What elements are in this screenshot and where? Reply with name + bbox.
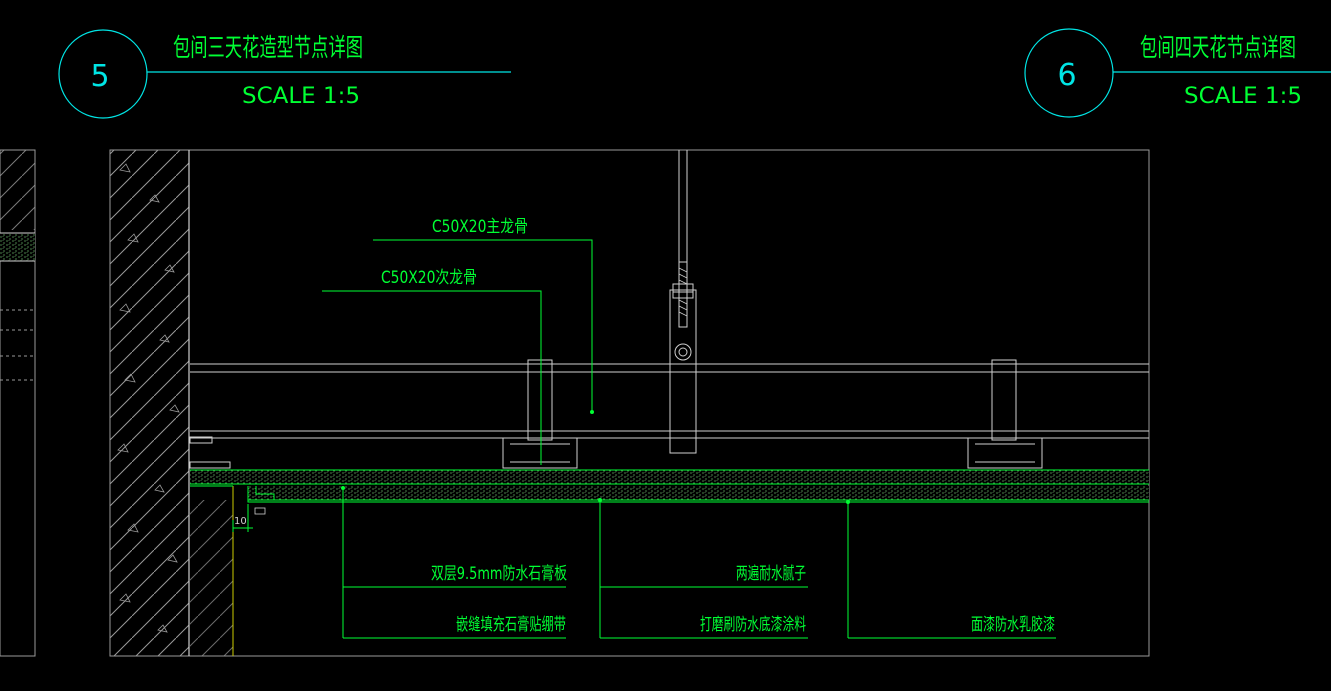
wall-lining bbox=[190, 500, 233, 656]
adjacent-detail-fragment bbox=[0, 149, 36, 657]
secondary-keel-left bbox=[502, 359, 578, 469]
label-board: 双层9.5mm防水石膏板 bbox=[431, 563, 567, 584]
label-main-keel: C50X20主龙骨 bbox=[432, 217, 528, 237]
detail-frame bbox=[109, 149, 1150, 657]
label-finish: 面漆防水乳胶漆 bbox=[971, 615, 1055, 635]
gypsum-board bbox=[190, 469, 1149, 503]
detail-6-header: 6 包间四天花节点详图 SCALE 1:5 bbox=[1024, 28, 1331, 118]
leader-main-keel: C50X20主龙骨 bbox=[373, 217, 594, 414]
detail-6-number: 6 bbox=[1057, 58, 1076, 93]
leader-finish: 面漆防水乳胶漆 bbox=[846, 500, 1056, 639]
gap-dimension: 10 bbox=[232, 504, 266, 532]
detail-5-title: 包间三天花造型节点详图 bbox=[173, 33, 363, 62]
hanger-rod bbox=[669, 150, 697, 454]
wall-angle bbox=[189, 436, 231, 469]
concrete-wall bbox=[110, 150, 190, 656]
label-putty: 两遍耐水腻子 bbox=[736, 564, 806, 584]
label-primer: 打磨刷防水底漆涂料 bbox=[700, 615, 806, 635]
detail-6-scale: SCALE 1:5 bbox=[1184, 84, 1302, 109]
leader-secondary-keel: C50X20次龙骨 bbox=[322, 268, 542, 465]
detail-6-title: 包间四天花节点详图 bbox=[1140, 33, 1296, 62]
label-secondary-keel: C50X20次龙骨 bbox=[381, 268, 477, 288]
label-joint-tape: 嵌缝填充石膏贴绷带 bbox=[456, 614, 566, 635]
detail-5-scale: SCALE 1:5 bbox=[242, 84, 360, 109]
secondary-keel-right bbox=[967, 359, 1043, 469]
detail-5-bubble bbox=[58, 29, 148, 119]
detail-6-bubble bbox=[1024, 28, 1114, 118]
detail-5-number: 5 bbox=[90, 59, 109, 94]
leader-board-joint: 双层9.5mm防水石膏板 嵌缝填充石膏贴绷带 bbox=[341, 486, 567, 639]
gap-dimension-value: 10 bbox=[234, 516, 247, 527]
detail-5-header: 5 包间三天花造型节点详图 SCALE 1:5 bbox=[58, 29, 511, 119]
leader-putty-primer: 两遍耐水腻子 打磨刷防水底漆涂料 bbox=[598, 498, 808, 639]
main-keel bbox=[190, 363, 1149, 439]
